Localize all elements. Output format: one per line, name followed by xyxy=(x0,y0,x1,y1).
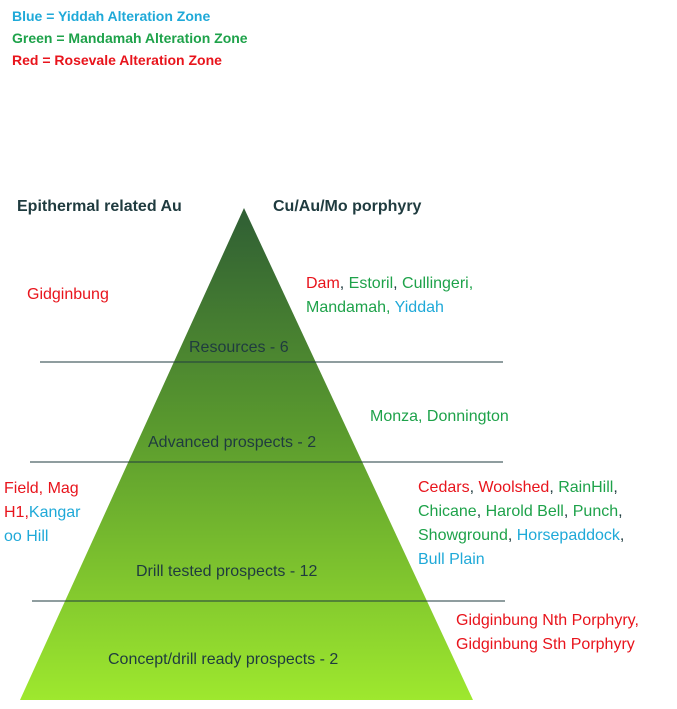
prospect-horsepaddock: Horsepaddock xyxy=(516,527,620,544)
pyramid-shape xyxy=(20,208,473,700)
prospect-gidginbung-nth: Gidginbung Nth Porphyry xyxy=(456,612,635,629)
left-prospects-drill: Field, Mag H1,Kangar oo Hill xyxy=(4,477,81,549)
right-prospects-advanced: Monza, Donnington xyxy=(370,408,509,425)
prospect-bull-plain: Bull Plain xyxy=(418,551,485,568)
level-advanced: Advanced prospects - 2 xyxy=(148,434,317,451)
prospect-showground: Showground xyxy=(418,527,508,544)
prospect-punch: Punch xyxy=(572,503,619,520)
prospect-woolshed: Woolshed xyxy=(478,479,550,496)
prospect-harold-bell: Harold Bell xyxy=(485,503,564,520)
left-prospects-resources: Gidginbung xyxy=(27,283,109,307)
prospect-mandamah: Mandamah xyxy=(306,299,387,316)
prospect-h1: H1, xyxy=(4,504,29,521)
header-epithermal: Epithermal related Au xyxy=(17,198,182,215)
prospect-rainhill: RainHill xyxy=(558,479,614,496)
header-porphyry: Cu/Au/Mo porphyry xyxy=(273,198,422,215)
prospect-field-mag: Field, Mag xyxy=(4,480,79,497)
prospect-chicane: Chicane xyxy=(418,503,477,520)
right-prospects-drill: Cedars, Woolshed, RainHill, Chicane, Har… xyxy=(418,479,625,568)
level-concept: Concept/drill ready prospects - 2 xyxy=(108,651,339,668)
legend-blue: Blue = Yiddah Alteration Zone xyxy=(12,8,211,24)
legend-green: Green = Mandamah Alteration Zone xyxy=(12,30,248,46)
prospect-gidginbung-sth: Gidginbung Sth Porphyry xyxy=(456,636,635,653)
right-prospects-resources: Dam, Estoril, Cullingeri, Mandamah, Yidd… xyxy=(306,275,474,316)
prospect-donnington: Donnington xyxy=(426,408,509,425)
legend-red: Red = Rosevale Alteration Zone xyxy=(12,52,222,68)
prospect-yiddah: Yiddah xyxy=(394,299,444,316)
right-prospects-concept: Gidginbung Nth Porphyry, Gidginbung Sth … xyxy=(456,612,639,653)
level-resources: Resources - 6 xyxy=(189,339,289,356)
prospect-cedars: Cedars xyxy=(418,479,470,496)
prospect-gidginbung: Gidginbung xyxy=(27,286,109,303)
prospect-monza: Monza xyxy=(370,408,419,425)
level-drill-tested: Drill tested prospects - 12 xyxy=(136,563,318,580)
prospect-cullingeri: Cullingeri xyxy=(402,275,469,292)
prospect-kangaroo-hill: oo Hill xyxy=(4,528,49,545)
prospect-kangar: Kangar xyxy=(28,504,81,521)
prospect-estoril: Estoril xyxy=(348,275,394,292)
prospect-dam: Dam xyxy=(306,275,340,292)
